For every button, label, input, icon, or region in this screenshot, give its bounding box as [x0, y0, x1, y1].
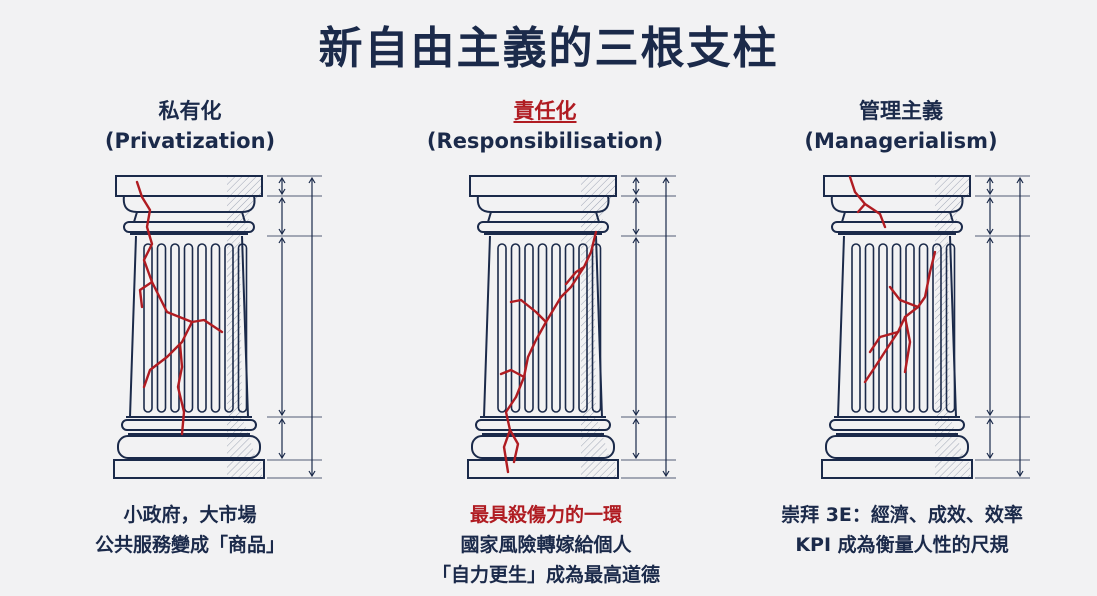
dimension-arrow — [632, 236, 640, 417]
dimension-arrow — [632, 176, 640, 196]
crack — [142, 320, 194, 389]
column-flute — [918, 243, 929, 413]
dimension-arrow — [278, 176, 286, 196]
dimension-arrow — [632, 196, 640, 236]
column-flute — [210, 243, 221, 413]
column-base-fillet — [836, 429, 958, 435]
column-flute — [237, 243, 248, 413]
pillar-description-privatization: 小政府，大市場 公共服務變成「商品」 — [10, 500, 370, 560]
column-flute — [156, 243, 167, 413]
column-flute — [945, 243, 956, 413]
column-echinus — [830, 195, 964, 213]
column-illustration-managerialism — [821, 175, 1030, 479]
column-flute — [578, 243, 588, 413]
pillar-heading-managerialism: 管理主義 (Managerialism) — [736, 96, 1066, 156]
column-flute — [878, 243, 888, 413]
column-flute — [537, 243, 548, 413]
column-plinth — [113, 459, 265, 479]
crack — [888, 285, 920, 309]
dimension-arrow — [662, 176, 670, 478]
desc-line: KPI 成為衡量人性的尺規 — [795, 534, 1009, 556]
crack — [514, 230, 598, 399]
pillar-name-en: (Privatization) — [104, 129, 276, 153]
column-echinus — [122, 195, 256, 213]
dimension-arrow — [278, 196, 286, 236]
pillar-heading-privatization: 私有化 (Privatization) — [25, 96, 355, 156]
dimension-arrow — [986, 236, 994, 417]
column-flute — [591, 243, 602, 413]
crack — [564, 265, 586, 286]
dimension-arrow — [278, 417, 286, 460]
column-flute — [510, 243, 521, 413]
crack — [856, 202, 867, 214]
column-torus — [471, 435, 615, 459]
desc-line: 「自力更生」成為最高道德 — [431, 564, 660, 586]
crack — [499, 368, 526, 379]
crack — [868, 330, 900, 354]
column-torus — [825, 435, 969, 459]
column-flute — [932, 243, 942, 413]
desc-highlight: 最具殺傷力的一環 — [469, 504, 622, 526]
column-flute — [183, 243, 194, 413]
column-flute — [864, 243, 875, 413]
pillar-name-zh: 私有化 — [158, 99, 222, 123]
column-flute — [564, 243, 575, 413]
dimension-arrow — [632, 417, 640, 460]
desc-line: 崇拜 3E：經濟、成效、效率 — [781, 504, 1023, 526]
column-flute — [551, 243, 561, 413]
pillar-description-managerialism: 崇拜 3E：經濟、成效、效率 KPI 成為衡量人性的尺規 — [722, 500, 1082, 560]
column-echinus — [476, 195, 610, 213]
crack — [509, 298, 548, 324]
dimension-arrow — [986, 176, 994, 196]
column-base-fillet — [128, 429, 250, 435]
column-flute — [224, 243, 234, 413]
column-plinth — [467, 459, 619, 479]
dimension-arrow — [986, 417, 994, 460]
column-flute — [524, 243, 534, 413]
crack — [138, 280, 154, 309]
column-abacus — [823, 175, 971, 197]
desc-line: 公共服務變成「商品」 — [94, 534, 285, 556]
column-plinth — [821, 459, 973, 479]
pillar-name-en: (Responsibilisation) — [426, 129, 664, 153]
column-illustration-privatization — [113, 175, 322, 479]
dimension-arrow — [986, 196, 994, 236]
column-abacus — [469, 175, 617, 197]
crack — [176, 342, 186, 436]
column-torus — [117, 435, 261, 459]
column-base-fillet — [482, 429, 604, 435]
pillar-heading-responsibilisation: 責任化 (Responsibilisation) — [380, 96, 710, 156]
crack — [903, 315, 912, 374]
pillar-description-responsibilisation: 最具殺傷力的一環 國家風險轉嫁給個人 「自力更生」成為最高道德 — [366, 500, 726, 590]
column-flute — [197, 243, 207, 413]
column-abacus — [115, 175, 263, 197]
hatch-shading — [227, 176, 262, 478]
column-flute — [170, 243, 180, 413]
pillar-name-en: (Managerialism) — [804, 129, 998, 153]
column-ring — [123, 221, 255, 233]
crack — [508, 428, 520, 464]
column-ring — [477, 221, 609, 233]
column-flute — [497, 243, 507, 413]
pillar-name-zh: 責任化 — [513, 99, 577, 123]
column-illustration-responsibilisation — [467, 175, 676, 479]
dimension-arrow — [308, 176, 316, 478]
pillar-name-zh: 管理主義 — [859, 99, 943, 123]
desc-line: 國家風險轉嫁給個人 — [460, 534, 632, 556]
dimension-arrow — [1016, 176, 1024, 478]
crack — [135, 180, 224, 334]
dimension-arrow — [278, 236, 286, 417]
page-title: 新自由主義的三根支柱 — [318, 23, 779, 74]
crack — [848, 175, 887, 229]
hatch-shading — [935, 176, 970, 478]
column-ring — [831, 221, 963, 233]
column-flute — [143, 243, 153, 413]
hatch-shading — [581, 176, 616, 478]
column-flute — [851, 243, 861, 413]
desc-line: 小政府，大市場 — [123, 504, 257, 526]
